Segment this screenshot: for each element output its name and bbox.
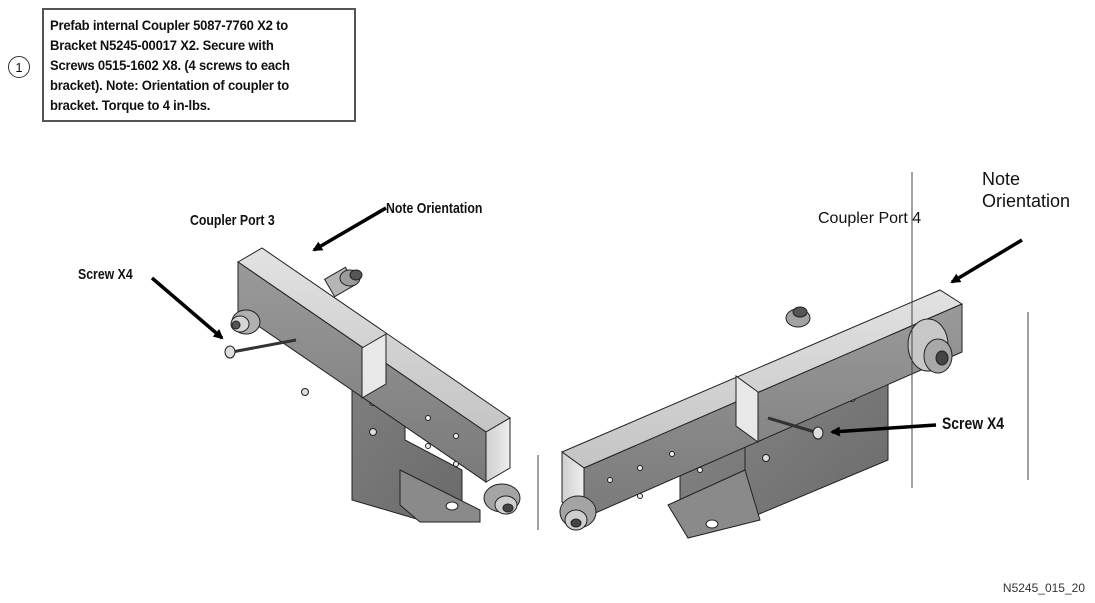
instruction-line: Screws 0515-1602 X8. (4 screws to each [50,57,290,73]
left-coupler-hole [453,433,459,439]
right-bracket-hole [705,519,719,529]
left-port-label: Coupler Port 3 [190,212,275,229]
left-port3-connector [230,309,261,335]
right-orientation-label-line2: Orientation [982,191,1071,211]
left-coupler-seam [361,333,387,399]
step-number-badge: 1 [8,56,30,78]
right-top-connector [785,306,811,328]
left-orientation-label: Note Orientation [386,200,483,217]
left-bracket-flange [399,469,481,523]
right-end-connector [559,495,597,531]
instruction-line: bracket. Torque to 4 in-lbs. [50,97,211,113]
left-end-connector [483,483,521,515]
right-assembly [559,289,964,539]
left-top-connector [323,266,363,298]
instruction-line: Bracket N5245-00017 X2. Secure with [50,37,274,53]
left-coupler-hole [425,415,431,421]
callout-arrows [150,206,1023,437]
left-bracket-hole [369,428,377,436]
right-bracket-hole [762,454,770,462]
left-bracket-hole [445,501,459,511]
figure-id: N5245_015_20 [1002,581,1085,595]
left-coupler-end [485,417,511,483]
instruction-text: Prefab internal Coupler 5087-7760 X2 to … [50,15,348,115]
right-bracket-flange [667,469,761,539]
right-screw-arrow [830,423,937,437]
right-coupler-hole [637,465,643,471]
right-port-label: Coupler Port 4 [818,210,922,227]
right-screw-label: Screw X4 [942,414,1004,433]
left-screw-arrow [150,276,224,340]
right-orientation-arrow [950,238,1023,284]
instruction-line: Prefab internal Coupler 5087-7760 X2 to [50,17,289,33]
right-orientation-label-line1: Note [982,169,1021,189]
instruction-line: bracket). Note: Orientation of coupler t… [50,77,290,93]
right-coupler-seam [735,375,759,443]
left-screw-label: Screw X4 [78,266,133,283]
left-assembly [224,247,521,523]
left-coupler-hole [425,443,431,449]
right-coupler-hole [669,451,675,457]
right-coupler-hole [697,467,703,473]
right-port4-connector [907,318,953,374]
right-screw [767,416,824,440]
left-bracket-hole [301,388,309,396]
instruction-box: Prefab internal Coupler 5087-7760 X2 to … [42,8,356,122]
right-coupler-hole [637,493,643,499]
left-screw [224,338,297,359]
left-orientation-arrow [312,206,387,252]
left-coupler-hole [453,461,459,467]
right-coupler-hole [607,477,613,483]
